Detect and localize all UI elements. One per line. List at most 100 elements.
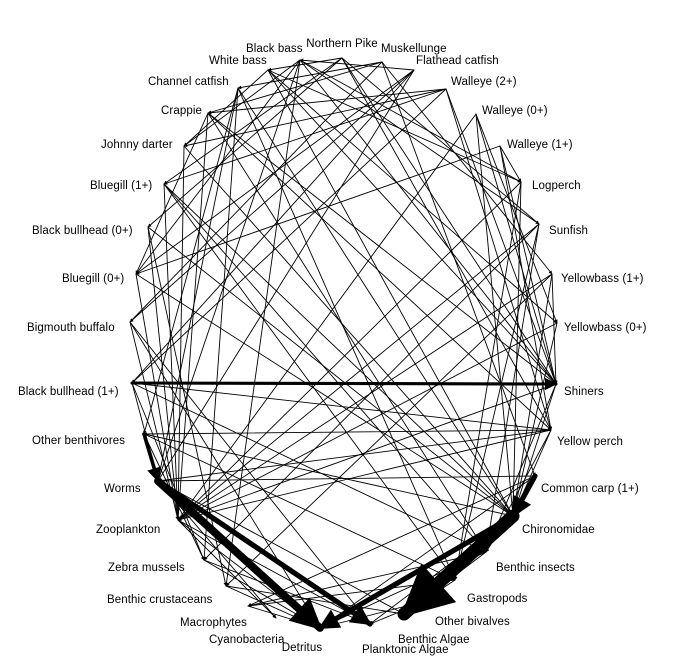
edge-other-benthivores-to-chironomidae: [143, 433, 514, 518]
edge-black-bullhead-1-to-benthic-insects: [131, 382, 487, 553]
node-label-shiners: Shiners: [564, 386, 604, 398]
edge-yellow-perch-to-zooplankton: [177, 429, 552, 521]
edge-worms-to-cyanobacteria: [157, 480, 277, 619]
edge-sunfish-to-gastropods: [453, 223, 540, 581]
edge-gastropods-to-macrophytes: [247, 579, 456, 608]
node-label-sunfish: Sunfish: [549, 225, 588, 237]
node-label-zooplankton: Zooplankton: [96, 524, 160, 536]
edge-channel-catfish-to-zebra-mussels: [202, 87, 239, 561]
node-label-white-bass: White bass: [209, 55, 267, 67]
edge-walleye-1-to-yellow-perch: [499, 145, 553, 431]
node-label-logperch: Logperch: [532, 180, 581, 192]
edge-common-carp-1-to-detritus: [319, 475, 536, 629]
edge-walleye-0-to-shiners: [475, 113, 557, 385]
edge-bluegill-1-to-chironomidae: [163, 183, 514, 517]
node-label-other-benthivores: Other benthivores: [32, 435, 125, 447]
edge-johnny-darter-to-zooplankton: [176, 145, 185, 521]
node-label-bluegill-0: Bluegill (0+): [62, 273, 124, 285]
edge-black-bullhead-0-to-chironomidae: [147, 226, 514, 517]
edge-northern-pike-to-shiners: [341, 57, 557, 385]
edge-flathead-catfish-to-black-bullhead-1: [131, 69, 415, 384]
edge-sunfish-to-benthic-insects: [484, 223, 540, 553]
edge-channel-catfish-to-worms: [156, 87, 239, 482]
edge-sunfish-to-zooplankton: [177, 223, 540, 521]
edge-other-bivalves-to-detritus: [319, 600, 427, 629]
edge-zooplankton-to-planktonic-algae: [177, 519, 371, 625]
edge-other-benthivores-to-gastropods: [143, 433, 456, 581]
edge-other-benthivores-to-zebra-mussels: [143, 433, 205, 561]
edge-northern-pike-to-white-bass: [267, 57, 343, 72]
edge-bluegill-1-to-zooplankton: [163, 183, 180, 521]
node-label-flathead-catfish: Flathead catfish: [416, 55, 499, 67]
edge-yellowbass-1-to-chironomidae: [511, 273, 553, 517]
edge-black-bass-to-bluegill-0: [135, 59, 301, 275]
node-label-cyanobacteria: Cyanobacteria: [209, 634, 285, 646]
node-label-yellowbass-0: Yellowbass (0+): [564, 322, 647, 334]
node-label-channel-catfish: Channel catfish: [148, 76, 229, 88]
edge-bigmouth-buffalo-to-detritus: [129, 321, 321, 629]
node-label-yellow-perch: Yellow perch: [557, 436, 623, 448]
edge-black-bass-to-logperch: [299, 59, 522, 183]
edge-logperch-to-gastropods: [453, 181, 522, 581]
edge-yellow-perch-to-worms: [157, 429, 552, 483]
edge-zebra-mussels-to-planktonic-algae: [203, 559, 371, 625]
edge-black-bullhead-0-to-zooplankton: [147, 226, 180, 521]
edge-flathead-catfish-to-worms: [157, 69, 415, 482]
edge-black-bass-to-worms: [157, 59, 301, 482]
edge-crappie-to-benthic-insects: [207, 112, 487, 553]
edge-bluegill-0-to-chironomidae: [135, 273, 514, 517]
edge-yellowbass-0-to-zooplankton: [177, 322, 558, 521]
edge-black-bass-to-shiners: [299, 59, 557, 385]
node-label-crappie: Crappie: [161, 105, 202, 117]
edge-muskellunge-to-channel-catfish: [237, 61, 383, 90]
edge-layer: [129, 57, 558, 632]
edge-northern-pike-to-black-bullhead-0: [147, 57, 343, 228]
node-label-bigmouth-buffalo: Bigmouth buffalo: [27, 322, 115, 334]
edge-benthic-crustaceans-to-benthic-algae: [225, 585, 405, 616]
edge-yellowbass-0-to-chironomidae: [511, 322, 558, 517]
edge-benthic-insects-to-benthic-algae: [403, 551, 487, 615]
node-label-northern-pike: Northern Pike: [306, 38, 378, 50]
edge-chironomidae-to-planktonic-algae: [369, 515, 514, 625]
node-label-walleye-0: Walleye (0+): [482, 105, 548, 117]
edge-walleye-2-to-shiners: [445, 88, 557, 385]
edge-worms-to-detritus: [154, 477, 324, 632]
edge-walleye-1-to-shiners: [499, 145, 558, 385]
edge-walleye-0-to-chironomidae: [475, 113, 515, 517]
edge-white-bass-to-johnny-darter: [183, 69, 269, 147]
edge-white-bass-to-yellowbass-0: [267, 69, 558, 324]
edge-flathead-catfish-to-black-bass: [299, 58, 415, 71]
edge-johnny-darter-to-chironomidae: [183, 145, 514, 517]
node-label-detritus: Detritus: [282, 642, 323, 654]
node-label-muskellunge: Muskellunge: [381, 43, 447, 55]
edge-black-bass-to-sunfish: [299, 59, 540, 225]
edge-zooplankton-to-detritus: [177, 519, 321, 629]
edge-walleye-0-to-yellowbass-0: [475, 113, 558, 324]
edge-logperch-to-zooplankton: [177, 181, 522, 521]
edge-benthic-insects-to-macrophytes: [247, 551, 487, 608]
edge-logperch-to-chironomidae: [511, 181, 522, 517]
node-label-walleye-1: Walleye (1+): [507, 139, 573, 151]
node-label-gastropods: Gastropods: [467, 593, 528, 605]
edge-white-bass-to-shiners: [267, 69, 557, 385]
edge-benthic-crustaceans-to-detritus: [225, 585, 321, 629]
node-label-chironomidae: Chironomidae: [522, 524, 595, 536]
node-label-black-bullhead-0: Black bullhead (0+): [32, 225, 133, 237]
edge-black-bullhead-1-to-yellow-perch: [131, 382, 552, 432]
node-label-benthic-algae: Benthic Algae: [398, 634, 470, 646]
edge-sunfish-to-zebra-mussels: [203, 223, 540, 561]
edge-shiners-to-chironomidae: [512, 383, 557, 517]
edge-walleye-1-to-bluegill-0: [135, 145, 501, 275]
edge-walleye-2-to-black-bullhead-1: [131, 88, 447, 384]
edge-gastropods-to-benthic-algae: [403, 579, 456, 615]
node-label-yellowbass-1: Yellowbass (1+): [561, 273, 644, 285]
node-label-zebra-mussels: Zebra mussels: [108, 562, 185, 574]
edge-muskellunge-to-yellowbass-1: [381, 61, 553, 275]
node-label-worms: Worms: [104, 483, 141, 495]
edge-common-carp-1-to-macrophytes: [247, 475, 536, 607]
node-label-planktonic-algae: Planktonic Algae: [362, 644, 449, 656]
edge-common-carp-1-to-chironomidae: [510, 473, 538, 519]
edge-shiners-to-zooplankton: [177, 383, 557, 521]
node-label-macrophytes: Macrophytes: [180, 617, 247, 629]
node-label-benthic-crustaceans: Benthic crustaceans: [107, 594, 213, 606]
